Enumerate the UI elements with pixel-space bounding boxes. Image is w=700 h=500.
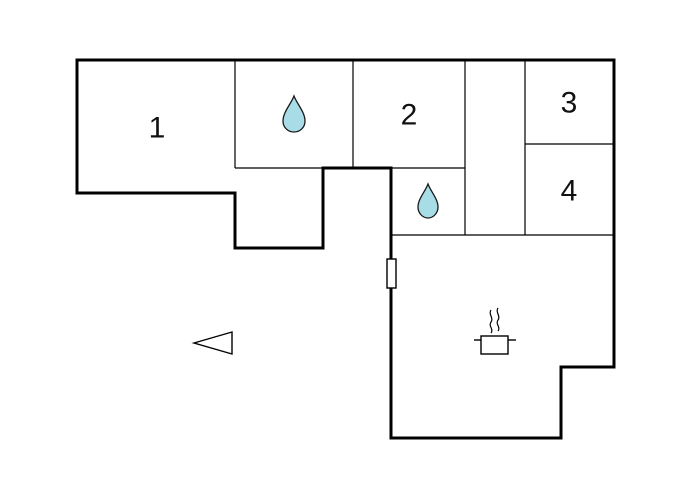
room-label-2: 2 xyxy=(401,99,418,132)
door-icon xyxy=(386,258,397,289)
direction-arrow-icon xyxy=(191,331,233,355)
room-label-4: 4 xyxy=(561,175,578,208)
room-label-1: 1 xyxy=(149,112,166,145)
room-label-3: 3 xyxy=(561,87,578,120)
kitchen-pot-icon xyxy=(474,307,516,355)
exterior-walls xyxy=(75,58,616,440)
water-drop-icon xyxy=(417,182,439,219)
water-drop-icon xyxy=(282,94,306,133)
